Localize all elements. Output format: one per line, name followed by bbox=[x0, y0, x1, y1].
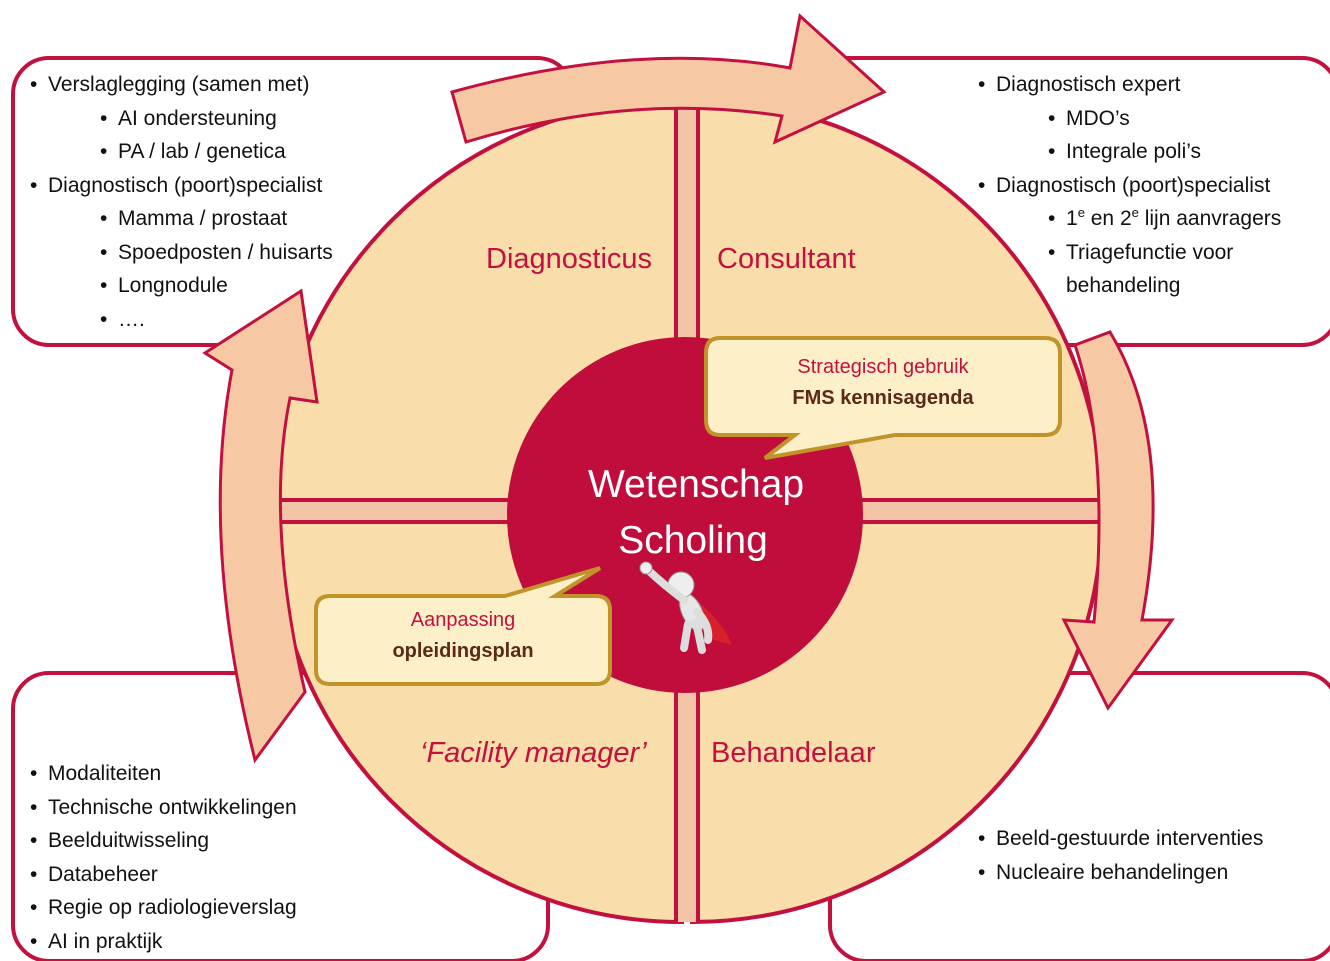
list-item: •Databeheer bbox=[30, 862, 158, 886]
list-item: •Diagnostisch (poort)specialist bbox=[30, 173, 323, 197]
quadrant-label-consultant: Consultant bbox=[717, 243, 856, 275]
center-title-scholing: Scholing bbox=[618, 519, 768, 562]
list-item: •Regie op radiologieverslag bbox=[30, 896, 297, 919]
callout-strategic-line1: Strategisch gebruik bbox=[797, 356, 969, 378]
list-item: •…. bbox=[100, 307, 145, 331]
box-top-left-list: •Verslaglegging (samen met) •AI onderste… bbox=[30, 68, 333, 336]
list-item: •PA / lab / genetica bbox=[100, 140, 286, 163]
box-bottom-right-list: •Beeld-gestuurde interventies •Nucleaire… bbox=[978, 822, 1263, 889]
list-item: •Beeld-gestuurde interventies bbox=[978, 827, 1264, 850]
list-item: •Diagnostisch expert bbox=[978, 73, 1181, 96]
list-item: •Mamma / prostaat bbox=[100, 207, 288, 230]
list-item: •Longnodule bbox=[100, 274, 228, 297]
list-item: •Verslaglegging (samen met) bbox=[30, 73, 310, 96]
list-item: •AI in praktijk bbox=[30, 929, 163, 953]
quadrant-label-facility-manager: ‘Facility manager’ bbox=[420, 737, 647, 769]
callout-training: Aanpassing opleidingsplan bbox=[316, 605, 610, 667]
list-item: •Modaliteiten bbox=[30, 762, 162, 785]
callout-strategic-bubble bbox=[704, 336, 1062, 460]
list-item: •Technische ontwikkelingen bbox=[30, 795, 297, 819]
arrow-right bbox=[1061, 330, 1175, 711]
quadrant-label-behandelaar: Behandelaar bbox=[711, 737, 876, 769]
list-item: •Nucleaire behandelingen bbox=[978, 860, 1229, 884]
list-item: •Triagefunctie voor bbox=[1048, 240, 1234, 264]
callout-training-bubble bbox=[314, 566, 612, 686]
arrow-top bbox=[450, 13, 887, 145]
list-item: •Integrale poli’s bbox=[1048, 140, 1202, 163]
arrow-left bbox=[202, 288, 319, 764]
box-bottom-left-list: •Modaliteiten •Technische ontwikkelingen… bbox=[30, 757, 297, 958]
list-item: •Diagnostisch (poort)specialist bbox=[978, 173, 1271, 197]
quadrant-label-diagnosticus: Diagnosticus bbox=[486, 243, 653, 275]
center-title-wetenschap: Wetenschap bbox=[587, 463, 805, 506]
list-item: •Beelduitwisseling bbox=[30, 829, 210, 852]
list-item: •MDO’s bbox=[1048, 106, 1130, 130]
callout-strategic: Strategisch gebruik FMS kennisagenda bbox=[706, 352, 1060, 414]
list-item: •AI ondersteuning bbox=[100, 106, 277, 130]
superhero-figure-icon bbox=[639, 561, 732, 654]
callout-training-line1: Aanpassing bbox=[410, 609, 516, 631]
list-item: •Spoedposten / huisarts bbox=[100, 240, 333, 264]
list-item: •1e en 2e lijn aanvragers bbox=[1048, 205, 1282, 230]
callout-strategic-line2: FMS kennisagenda bbox=[792, 387, 974, 409]
box-top-right-list: •Diagnostisch expert •MDO’s •Integrale p… bbox=[978, 68, 1281, 303]
callout-training-line2: opleidingsplan bbox=[392, 640, 534, 662]
list-item-continuation: behandeling bbox=[1066, 274, 1181, 297]
